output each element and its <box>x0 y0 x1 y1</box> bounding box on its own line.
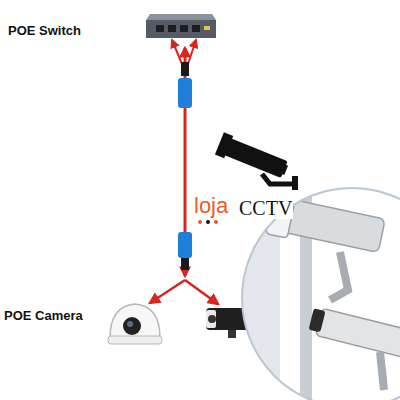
bullet-lens <box>208 315 216 323</box>
dome-lens-glint <box>127 321 133 327</box>
wire-arrow <box>172 40 182 64</box>
switch-port <box>180 25 188 32</box>
poe-switch <box>146 14 216 38</box>
logo-dot <box>214 220 218 224</box>
device-label: POE Switch <box>6 23 83 38</box>
poe-splitter <box>178 232 192 258</box>
switch-top <box>146 14 216 20</box>
rj45-plug <box>181 62 189 76</box>
dome-camera <box>108 304 162 344</box>
inset-mount <box>380 352 384 390</box>
logo-camera-icon <box>215 132 298 190</box>
dome-base <box>108 336 162 344</box>
bullet-mount <box>228 330 236 338</box>
split-arrow <box>150 280 185 303</box>
icon-body <box>222 137 288 178</box>
poe-injector <box>178 78 192 108</box>
switch-body <box>146 20 216 38</box>
wire-arrow <box>188 40 196 64</box>
inset-camera-lens <box>309 308 326 332</box>
switch-led <box>204 26 210 30</box>
logo-word: CCTV <box>238 197 293 219</box>
rj45-plug <box>181 258 189 270</box>
labelled-device: POE Camera <box>2 276 205 354</box>
inset-border <box>242 188 400 400</box>
icon-back <box>277 163 288 175</box>
icon-wall-plate <box>292 176 298 190</box>
dome-lens <box>123 317 141 335</box>
icon-bracket <box>262 174 296 184</box>
device-label: POE Camera <box>2 308 85 323</box>
bullet-front <box>206 310 216 328</box>
switch-port <box>168 25 176 32</box>
inset-mount <box>330 252 348 300</box>
logo-dot <box>206 220 210 224</box>
icon-hood <box>215 132 233 158</box>
split-arrow <box>185 280 218 304</box>
logo-word: loja <box>193 194 229 218</box>
labelled-device: POE Switch <box>6 12 205 48</box>
switch-port <box>192 25 200 32</box>
logo-dot <box>198 220 202 224</box>
switch-port <box>156 25 164 32</box>
inset-camera-housing <box>315 308 400 359</box>
dome-shell <box>110 304 160 338</box>
